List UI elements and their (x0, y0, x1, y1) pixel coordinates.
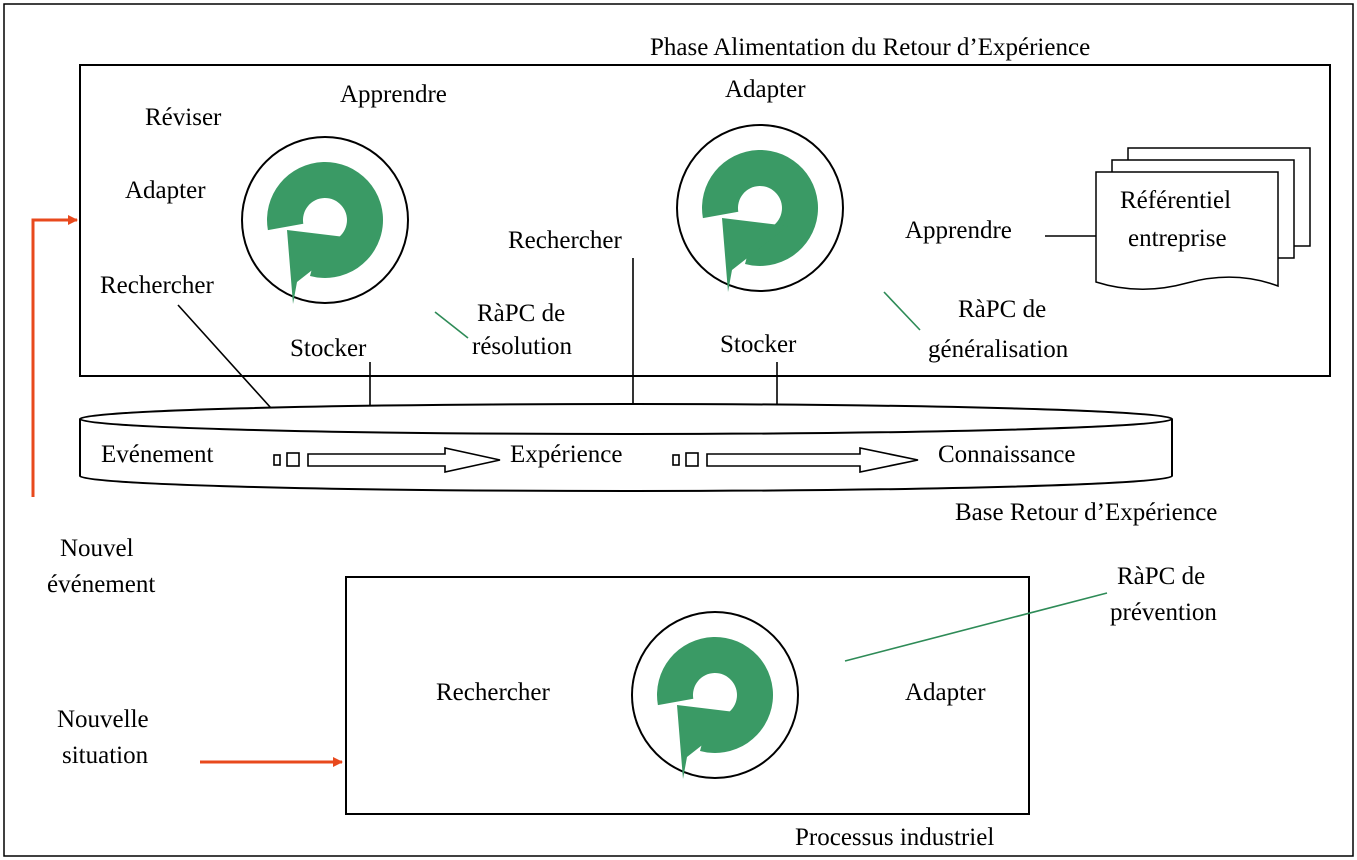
process-caption: Processus industriel (795, 824, 994, 851)
middle-rechercher: Rechercher (508, 227, 622, 254)
rapc-generalisation-line2: généralisation (928, 336, 1069, 363)
cycle-circle-prevention (631, 611, 799, 779)
cycle2-stocker: Stocker (720, 331, 797, 358)
cycle-ring-shape (657, 636, 774, 753)
leader-prevention (844, 592, 1108, 662)
cycle-arrowhead-shape (722, 218, 788, 292)
rapc-resolution-line1: RàPC de (477, 300, 565, 327)
connector-rechercher-1 (177, 304, 281, 419)
cycle1-apprendre: Apprendre (340, 81, 447, 108)
base-evenement: Evénement (101, 441, 214, 468)
phase-title: Phase Alimentation du Retour d’Expérienc… (650, 34, 1090, 61)
cycle2-adapter: Adapter (725, 76, 806, 103)
phase-box (79, 64, 1331, 377)
leader-resolution (434, 311, 469, 339)
cycle-icon-generalisation (702, 149, 819, 292)
outer-frame (3, 3, 1354, 857)
cycle-circle-generalisation (676, 124, 844, 292)
rapc-generalisation-line1: RàPC de (958, 296, 1046, 323)
rapc-resolution-line2: résolution (472, 333, 572, 360)
cycle1-reviser: Réviser (145, 104, 222, 131)
cycle1-adapter: Adapter (125, 177, 206, 204)
referentiel-document-icon (1095, 147, 1311, 290)
base-connaissance: Connaissance (938, 441, 1075, 468)
cycle-arrowhead-shape (287, 230, 353, 304)
cycle1-stocker: Stocker (290, 335, 367, 362)
rapc-prevention-line2: prévention (1110, 599, 1217, 626)
leader-generalisation (883, 291, 921, 331)
process-box (345, 576, 1030, 815)
nouvel-line1: Nouvel (60, 535, 134, 562)
base-experience: Expérience (510, 441, 622, 468)
arrow-evenement-to-experience (273, 447, 501, 473)
arrow-experience-to-connaissance (672, 447, 919, 473)
base-caption: Base Retour d’Expérience (955, 499, 1217, 526)
situation-line1: Nouvelle (57, 706, 149, 733)
referentiel-line2: entreprise (1128, 225, 1227, 252)
cycle1-rechercher: Rechercher (100, 272, 214, 299)
cycle2-apprendre: Apprendre (905, 217, 1012, 244)
cycle-icon-resolution (267, 161, 384, 304)
situation-line2: situation (62, 742, 149, 769)
base-cylinder (79, 403, 1173, 492)
process-rechercher: Rechercher (436, 679, 550, 706)
referentiel-line1: Référentiel (1120, 187, 1231, 214)
nouvel-evenement-arrow (31, 215, 78, 497)
cycle-icon-prevention (657, 636, 774, 779)
rapc-prevention-line1: RàPC de (1117, 563, 1205, 590)
cycle-arrowhead-shape (677, 705, 743, 779)
cycle-circle-resolution (241, 136, 409, 304)
cycle-ring-shape (267, 161, 384, 278)
nouvel-line2: événement (47, 571, 155, 598)
process-adapter: Adapter (905, 679, 986, 706)
cycle-ring-shape (702, 149, 819, 266)
